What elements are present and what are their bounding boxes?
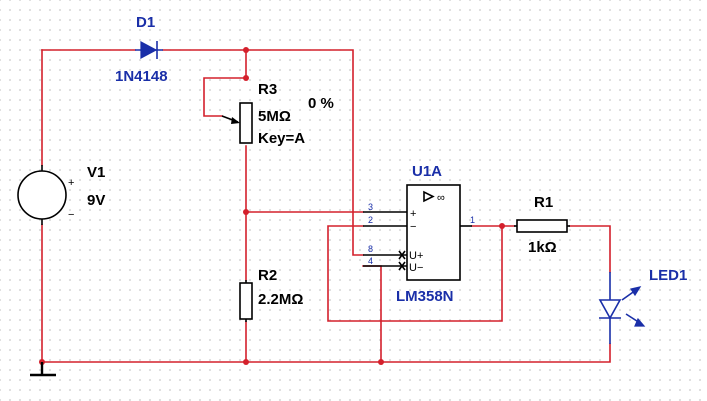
diode-d1 xyxy=(135,41,163,59)
r2-ref-label: R2 xyxy=(258,267,277,284)
wire-feedback-loop xyxy=(327,225,503,322)
r3-value-label: 5MΩ xyxy=(258,108,291,125)
resistor-r2 xyxy=(239,280,253,322)
u1a-triangle-icon xyxy=(423,190,435,203)
v1-plus-sign: + xyxy=(68,177,74,189)
potentiometer-r3 xyxy=(221,102,253,144)
r3-key-label: Key=A xyxy=(258,130,305,147)
r1-ref-label: R1 xyxy=(534,194,553,211)
junction-r3-loop xyxy=(243,75,249,81)
u1a-minus-sign: − xyxy=(410,221,416,233)
u1a-ref-label: U1A xyxy=(412,163,442,180)
u1a-model-label: LM358N xyxy=(396,288,454,305)
d1-ref-label: D1 xyxy=(136,14,155,31)
wire-r1-right xyxy=(569,225,611,273)
junction-output xyxy=(499,223,505,229)
u1a-pin-2: 2 xyxy=(368,215,373,225)
diode-d1-triangle xyxy=(140,41,158,59)
v1-ref-label: V1 xyxy=(87,164,105,181)
r2-body xyxy=(239,282,253,320)
v1-minus-sign: − xyxy=(68,209,74,221)
r3-setting-label: 0 % xyxy=(308,95,334,112)
u1a-pin-3: 3 xyxy=(368,202,373,212)
led-led1 xyxy=(598,272,646,344)
u1a-pin-8: 8 xyxy=(368,244,373,254)
r1-body xyxy=(516,219,568,233)
resistor-r1 xyxy=(514,219,570,233)
voltage-source-v1 xyxy=(17,165,67,225)
junction-ground-supply xyxy=(378,359,384,365)
wire-top-right xyxy=(162,49,364,256)
u1a-plus-sign: + xyxy=(410,208,416,220)
ground-symbol xyxy=(30,362,56,377)
junctions xyxy=(39,47,505,365)
opamp-u1a xyxy=(363,184,472,281)
r2-value-label: 2.2MΩ xyxy=(258,291,303,308)
wire-neg-supply xyxy=(362,265,382,363)
v1-circle xyxy=(17,170,67,220)
u1a-pin-1: 1 xyxy=(470,215,475,225)
junction-divider xyxy=(243,209,249,215)
u1a-supply-pos-label: U+ xyxy=(409,250,423,262)
d1-value-label: 1N4148 xyxy=(115,68,168,85)
u1a-infinity-symbol: ∞ xyxy=(437,192,445,204)
led1-ref-label: LED1 xyxy=(649,267,687,284)
r3-body xyxy=(239,102,253,144)
wire-r3-wiper-loop xyxy=(203,77,247,117)
u1a-supply-neg-label: U− xyxy=(409,262,423,274)
v1-value-label: 9V xyxy=(87,192,105,209)
r1-value-label: 1kΩ xyxy=(528,239,557,256)
led1-triangle xyxy=(598,299,622,320)
r3-wiper-arrow-head xyxy=(231,117,240,124)
u1a-body xyxy=(406,184,461,281)
junction-r3-top xyxy=(243,47,249,53)
junction-ground-r2 xyxy=(243,359,249,365)
wire-bottom-rail xyxy=(41,343,611,363)
r3-ref-label: R3 xyxy=(258,81,277,98)
u1a-pin-4: 4 xyxy=(368,256,373,266)
